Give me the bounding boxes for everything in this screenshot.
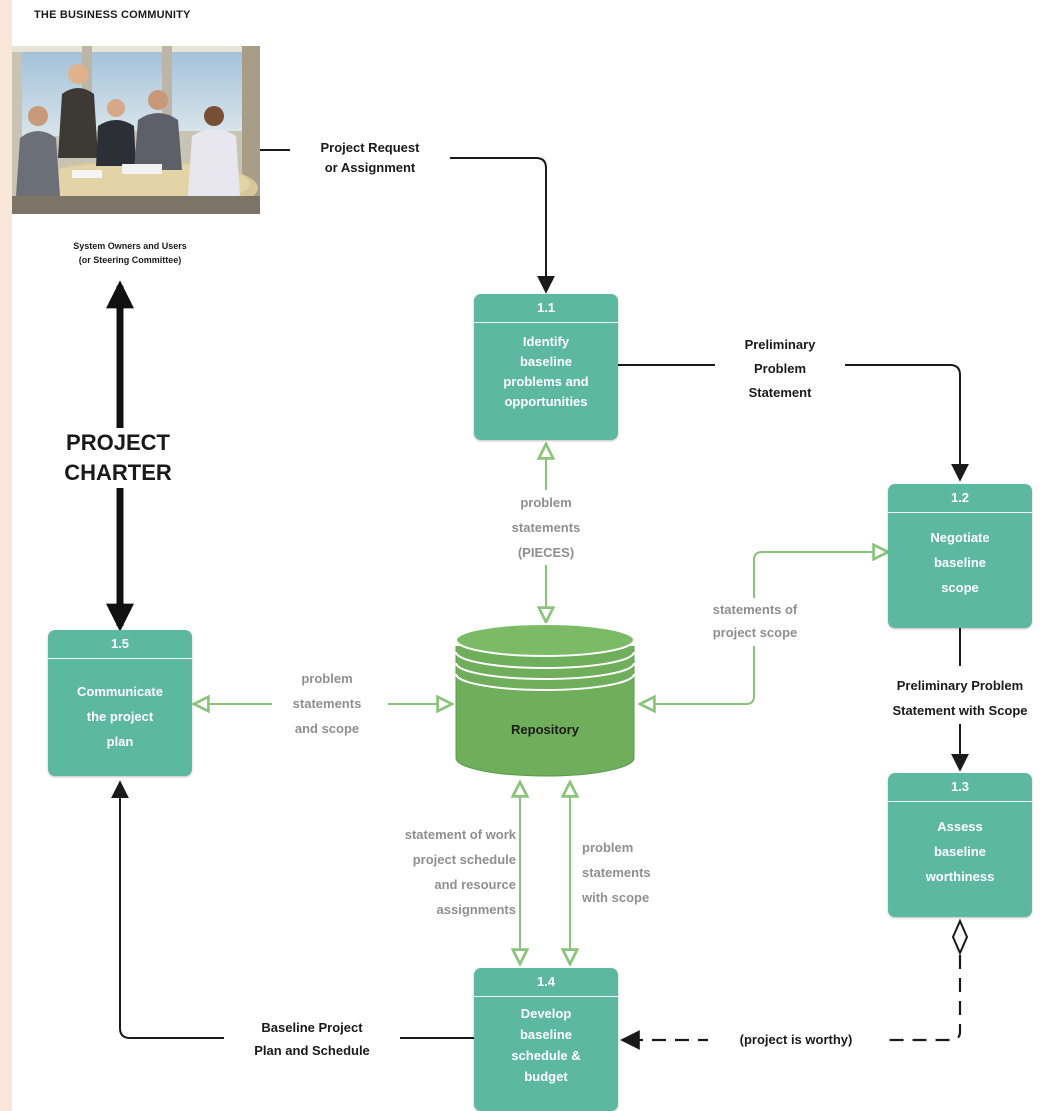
process-id: 1.5 (110, 636, 130, 651)
process-title: Identify baseline problems and opportuni… (503, 334, 589, 409)
process-1-3[interactable]: 1.3 Assess baseline worthiness (888, 773, 1032, 917)
process-id: 1.3 (950, 779, 970, 794)
process-1-4[interactable]: 1.4 Develop baseline schedule & budget (474, 968, 618, 1111)
process-divider (888, 801, 1032, 802)
process-divider (888, 512, 1032, 513)
process-id: 1.2 (950, 490, 970, 505)
flow-label-preliminary-problem: Preliminary Problem Statement (715, 333, 845, 405)
process-1-5[interactable]: 1.5 Communicate the project plan (48, 630, 192, 776)
external-entity-line: (or Steering Committee) (78, 255, 182, 265)
flow-label-problem-statements-pieces: problem statements (PIECES) (490, 490, 602, 565)
flow-label-project-request: Project Request or Assignment (290, 138, 450, 178)
business-community-header: THE BUSINESS COMMUNITY (34, 9, 191, 21)
process-title: Assess baseline worthiness (925, 819, 995, 884)
flow-label-project-is-worthy: (project is worthy) (708, 1030, 884, 1050)
process-divider (48, 658, 192, 659)
charter-line: CHARTER (64, 460, 172, 485)
process-1-1[interactable]: 1.1 Identify baseline problems and oppor… (474, 294, 618, 440)
flow-label-problem-statements-with-scope: problem statements with scope (582, 840, 651, 905)
process-id: 1.1 (536, 300, 556, 315)
charter-line: PROJECT (66, 430, 170, 455)
left-margin-bar (0, 0, 12, 1111)
repository-label: Repository (511, 722, 579, 737)
external-entity-line: System Owners and Users (73, 241, 187, 251)
process-divider (474, 322, 618, 323)
process-1-2[interactable]: 1.2 Negotiate baseline scope (888, 484, 1032, 628)
process-divider (474, 996, 618, 997)
project-charter-label: PROJECT CHARTER (38, 428, 198, 488)
flow-label-statements-of-scope: statements of project scope (688, 598, 822, 644)
process-id: 1.4 (536, 974, 556, 989)
process-title: Communicate the project plan (77, 684, 163, 749)
flow-label-statement-of-work: statement of work project schedule and r… (404, 827, 516, 917)
flow-label-baseline-plan: Baseline Project Plan and Schedule (224, 1016, 400, 1062)
business-meeting-photo (12, 46, 260, 214)
repository-datastore (455, 623, 635, 777)
flow-label-problem-statements-and-scope: problem statements and scope (272, 666, 382, 741)
external-entity-label: System Owners and Users (or Steering Com… (20, 239, 240, 267)
flow-label-preliminary-with-scope: Preliminary Problem Statement with Scope (866, 673, 1052, 723)
process-title: Negotiate baseline scope (930, 530, 990, 595)
process-title: Develop baseline schedule & budget (511, 1006, 581, 1084)
